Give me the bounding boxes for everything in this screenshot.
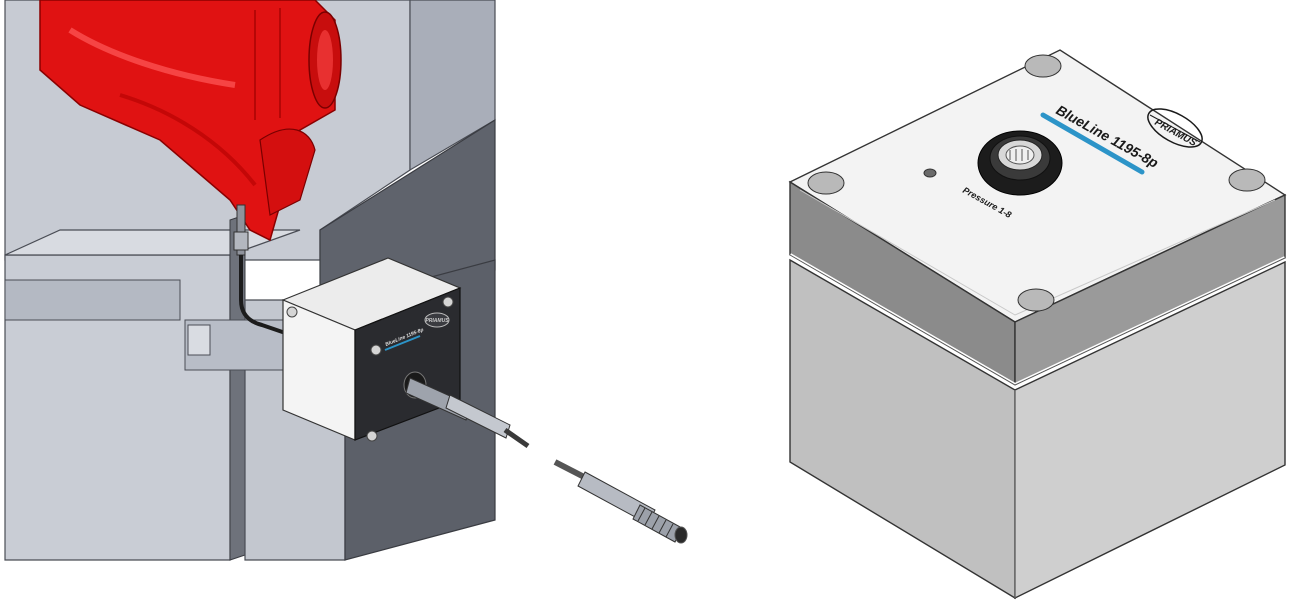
plugged-connector bbox=[403, 371, 530, 449]
lower-mold-lip bbox=[4, 279, 181, 321]
small-box-logo: PRIAMUS bbox=[425, 318, 449, 324]
screw-hole-top bbox=[1024, 54, 1062, 78]
lower-mold-top bbox=[4, 229, 301, 256]
mold-assembly-drawing: PRIAMUS BlueLine 1195-8p bbox=[4, 0, 688, 561]
screw-hole-bottom bbox=[1017, 288, 1055, 312]
blue-accent-stripe bbox=[1040, 112, 1145, 175]
blueline-box-drawing: BlueLine 1195-8p PRIAMUS Pressure 1-8 bbox=[788, 49, 1287, 600]
mold-sensor-and-cable bbox=[233, 204, 301, 340]
mold-assembly-illustration: PRIAMUS BlueLine 1195-8p bbox=[4, 0, 688, 561]
connector-socket bbox=[977, 130, 1063, 196]
red-molded-part bbox=[39, 0, 342, 242]
blueline-box-illustration: BlueLine 1195-8p PRIAMUS Pressure 1-8 bbox=[770, 0, 1292, 600]
screw-hole-right bbox=[1228, 168, 1266, 192]
status-led bbox=[923, 168, 937, 178]
screw-hole-left bbox=[807, 171, 845, 195]
loose-sensor bbox=[553, 459, 688, 544]
sensor-box-small: PRIAMUS BlueLine 1195-8p bbox=[281, 257, 462, 442]
ejector-pin-hole bbox=[187, 324, 211, 356]
